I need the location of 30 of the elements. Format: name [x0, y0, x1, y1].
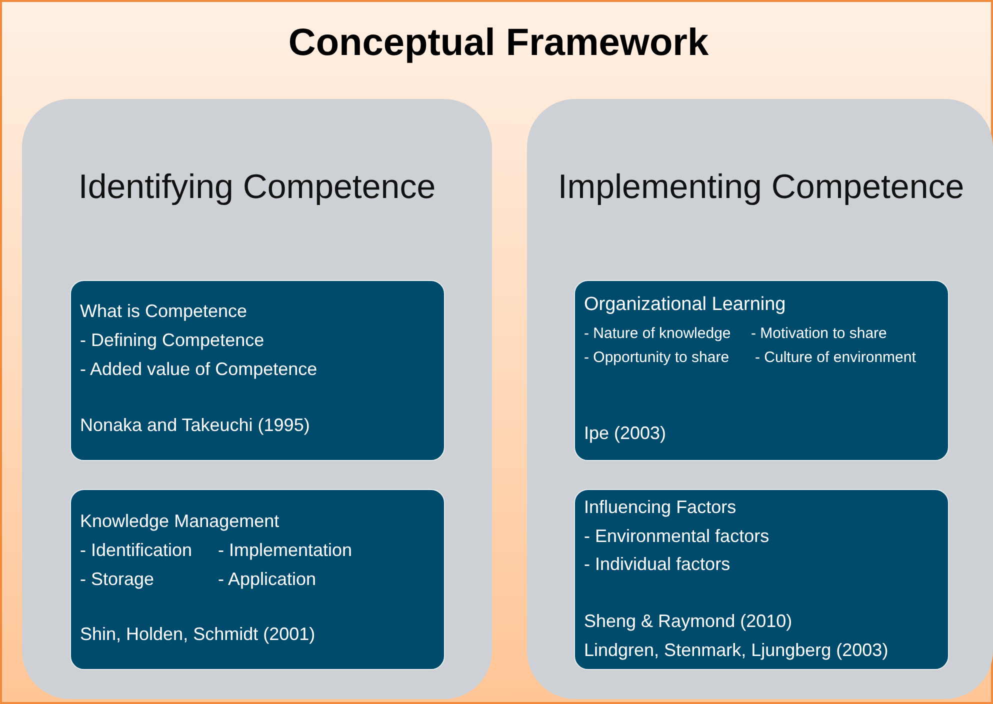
content-card: [574, 280, 949, 461]
card-text: - Nature of knowledge: [584, 324, 731, 344]
card-text: Ipe (2003): [584, 422, 666, 446]
content-card: [574, 489, 949, 670]
card-heading: What is Competence: [80, 300, 248, 324]
content-card: [70, 280, 445, 461]
card-text: - Opportunity to share: [584, 348, 730, 368]
card-text: Lindgren, Stenmark, Ljungberg (2003): [584, 639, 888, 662]
card-text: - Application: [218, 568, 316, 592]
card-text: - Identification: [80, 539, 192, 562]
card-text: Shin, Holden, Schmidt (2001): [80, 623, 316, 646]
content-card: [70, 489, 445, 670]
card-text: Sheng & Raymond (2010): [584, 610, 792, 634]
card-text: - Defining Competence: [80, 329, 264, 352]
card-text: - Culture of environment: [755, 348, 916, 368]
panel-heading: Implementing Competence: [556, 166, 966, 208]
panel-heading: Identifying Competence: [77, 166, 437, 208]
card-heading: Organizational Learning: [584, 292, 786, 317]
card-text: Nonaka and Takeuchi (1995): [80, 414, 310, 438]
group-panel: [527, 99, 993, 699]
card-text: - Motivation to share: [751, 324, 887, 344]
card-heading: Influencing Factors: [584, 496, 736, 520]
card-text: - Implementation: [218, 539, 352, 562]
card-heading: Knowledge Management: [80, 510, 280, 534]
card-text: - Storage: [80, 568, 154, 592]
diagram-title: Conceptual Framework: [287, 22, 710, 65]
card-text: - Individual factors: [584, 553, 730, 576]
card-text: - Environmental factors: [584, 525, 770, 548]
card-text: - Added value of Competence: [80, 358, 318, 382]
group-panel: [22, 99, 492, 699]
